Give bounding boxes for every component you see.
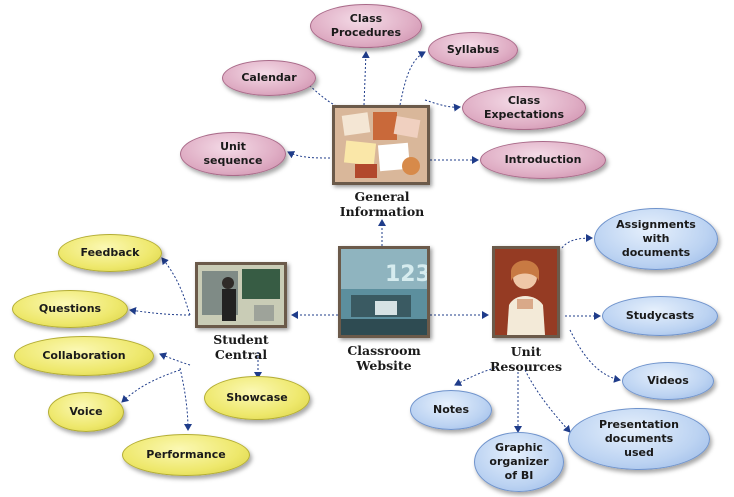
unit-resources-image	[492, 246, 560, 338]
connector-resources-presentation	[524, 369, 571, 433]
node-notes[interactable]: Notes	[410, 390, 492, 430]
connector-resources-notes	[454, 367, 496, 386]
node-graphic-organizer[interactable]: Graphic organizer of BI	[474, 432, 564, 492]
general-information-label: General Information	[339, 189, 425, 219]
connector-collab-voice	[121, 369, 181, 403]
node-presentation[interactable]: Presentation documents used	[568, 408, 710, 470]
connector-general-unitseq	[287, 151, 331, 159]
general-information-image	[332, 105, 430, 185]
student-central-label: Student Central	[213, 332, 269, 362]
connector-resources-assignments	[561, 234, 593, 249]
reader-icon	[495, 249, 557, 335]
connector-resources-videos	[569, 329, 621, 383]
node-studycasts[interactable]: Studycasts	[602, 296, 718, 336]
unit-resources-label: Unit Resources	[490, 344, 562, 374]
connector-general-syllabus	[399, 51, 426, 106]
connector-student-questions	[129, 306, 191, 316]
node-questions[interactable]: Questions	[12, 290, 128, 328]
svg-text:123: 123	[385, 262, 427, 287]
node-performance[interactable]: Performance	[122, 434, 250, 476]
classroom-website-image: 123	[338, 246, 430, 338]
collage-icon	[335, 108, 427, 182]
node-introduction[interactable]: Introduction	[480, 141, 606, 179]
connector-student-collab	[159, 352, 191, 366]
connector-general-expectations	[424, 99, 461, 112]
node-class-expectations[interactable]: Class Expectations	[462, 86, 586, 130]
node-feedback[interactable]: Feedback	[58, 234, 162, 272]
node-syllabus[interactable]: Syllabus	[428, 32, 518, 68]
node-voice[interactable]: Voice	[48, 392, 124, 432]
node-collaboration[interactable]: Collaboration	[14, 336, 154, 376]
classroom-icon: 123	[341, 249, 427, 335]
node-assignments[interactable]: Assignments with documents	[594, 208, 718, 270]
node-unit-sequence[interactable]: Unit sequence	[180, 132, 286, 176]
classroom-website-label: Classroom Website	[347, 343, 421, 373]
node-videos[interactable]: Videos	[622, 362, 714, 400]
connector-collab-performance	[179, 367, 192, 431]
connector-general-procedures	[361, 51, 370, 106]
student-central-image	[195, 262, 287, 328]
student-icon	[198, 265, 284, 325]
node-showcase[interactable]: Showcase	[204, 376, 310, 420]
connector-student-feedback	[161, 257, 191, 316]
node-calendar[interactable]: Calendar	[222, 60, 316, 96]
node-class-procedures[interactable]: Class Procedures	[310, 4, 422, 48]
